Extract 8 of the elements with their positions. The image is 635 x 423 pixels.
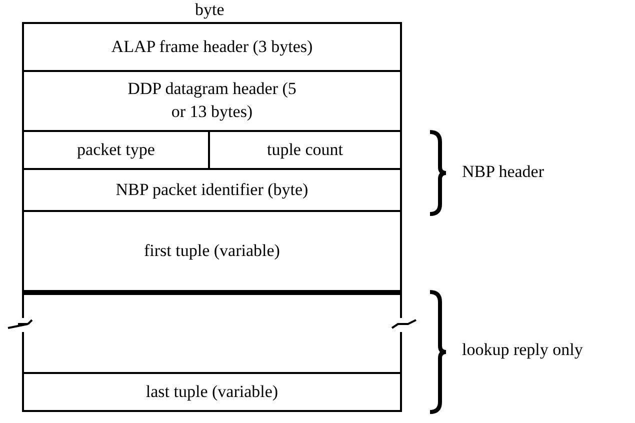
column-heading: byte xyxy=(195,0,224,20)
bracket-label: NBP header xyxy=(462,162,544,182)
header-field: DDP datagram header (5 or 13 bytes) xyxy=(22,70,402,132)
tuple-field: last tuple (variable) xyxy=(22,372,402,412)
tuple-field: first tuple (variable) xyxy=(22,210,402,292)
bracket-label: lookup reply only xyxy=(462,340,583,360)
header-field: ALAP frame header (3 bytes) xyxy=(22,22,402,72)
header-field: NBP packet identifier (byte) xyxy=(22,168,402,212)
